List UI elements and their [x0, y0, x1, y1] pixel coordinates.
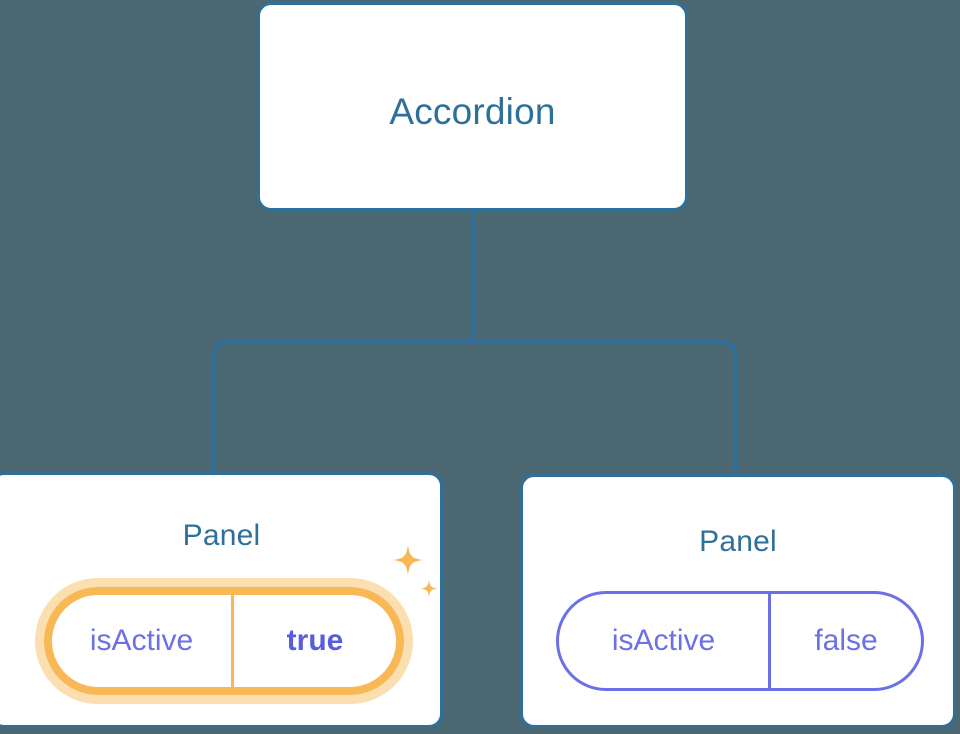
node-accordion-title: Accordion	[389, 91, 556, 132]
prop-pill-left-wrapper: isActive true	[35, 578, 413, 704]
prop-value-label-left: true	[286, 624, 344, 657]
prop-value-label-right: false	[814, 624, 878, 657]
prop-value-cell-left: true	[234, 595, 396, 687]
prop-key-cell-left: isActive	[52, 595, 234, 687]
node-panel-left-title: Panel	[182, 519, 261, 552]
prop-pill-highlight-glow	[35, 578, 413, 704]
prop-key-label-left: isActive	[89, 624, 194, 657]
prop-value-cell-right: false	[771, 594, 921, 688]
node-panel-right-title: Panel	[699, 525, 777, 558]
prop-pill-left[interactable]: isActive true	[44, 587, 404, 695]
prop-key-cell-right: isActive	[559, 594, 771, 688]
node-accordion[interactable]: Accordion	[257, 2, 688, 211]
prop-pill-right[interactable]: isActive false	[556, 591, 924, 691]
prop-key-label-right: isActive	[611, 624, 716, 657]
connector-branch-bus	[212, 339, 737, 474]
